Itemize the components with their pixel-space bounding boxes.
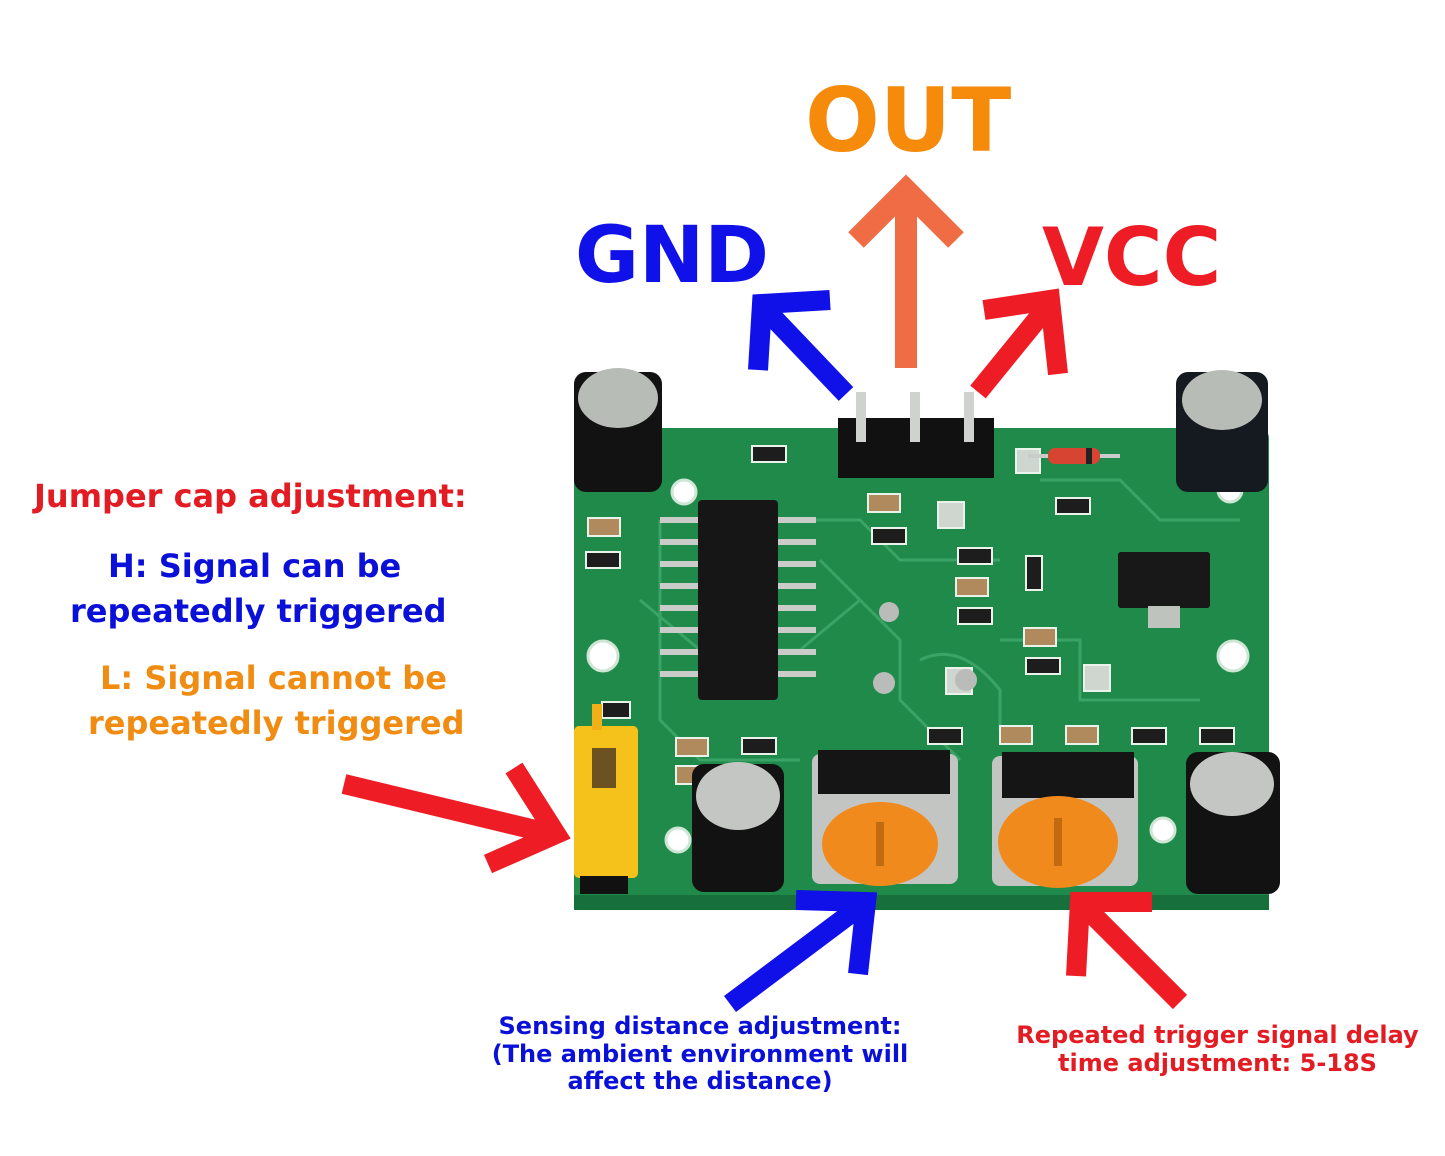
- jumper-arrow: [341, 762, 571, 874]
- electrolytic-capacitors: [574, 368, 1280, 894]
- l-mode-line1: L: Signal cannot be: [100, 659, 447, 697]
- jumper-title: Jumper cap adjustment:: [34, 477, 467, 515]
- out-arrow: [848, 174, 964, 368]
- gnd-arrow: [748, 290, 854, 401]
- gnd-pin-label: GND: [575, 211, 770, 301]
- regulator-chip: [1118, 552, 1210, 608]
- sensing-distance-caption: Sensing distance adjustment: (The ambien…: [491, 1012, 909, 1096]
- biss0001-chip: [660, 500, 816, 700]
- h-mode-line2: repeatedly triggered: [70, 592, 447, 630]
- delay-potentiometer: [992, 752, 1138, 888]
- jumper-cap: [574, 704, 638, 894]
- diode: [1028, 448, 1120, 464]
- pin-header: [838, 392, 994, 478]
- delay-arrow: [1066, 892, 1188, 1010]
- vcc-pin-label: VCC: [1042, 211, 1222, 304]
- delay-time-caption: Repeated trigger signal delay time adjus…: [1016, 1021, 1419, 1077]
- sensitivity-potentiometer: [812, 750, 958, 886]
- sensing-arrow: [724, 890, 878, 1012]
- h-mode-line1: H: Signal can be: [108, 547, 402, 585]
- vcc-arrow: [970, 288, 1068, 399]
- out-pin-label: OUT: [805, 69, 1012, 172]
- smd-resistors: [585, 445, 1235, 755]
- l-mode-line2: repeatedly triggered: [88, 704, 465, 742]
